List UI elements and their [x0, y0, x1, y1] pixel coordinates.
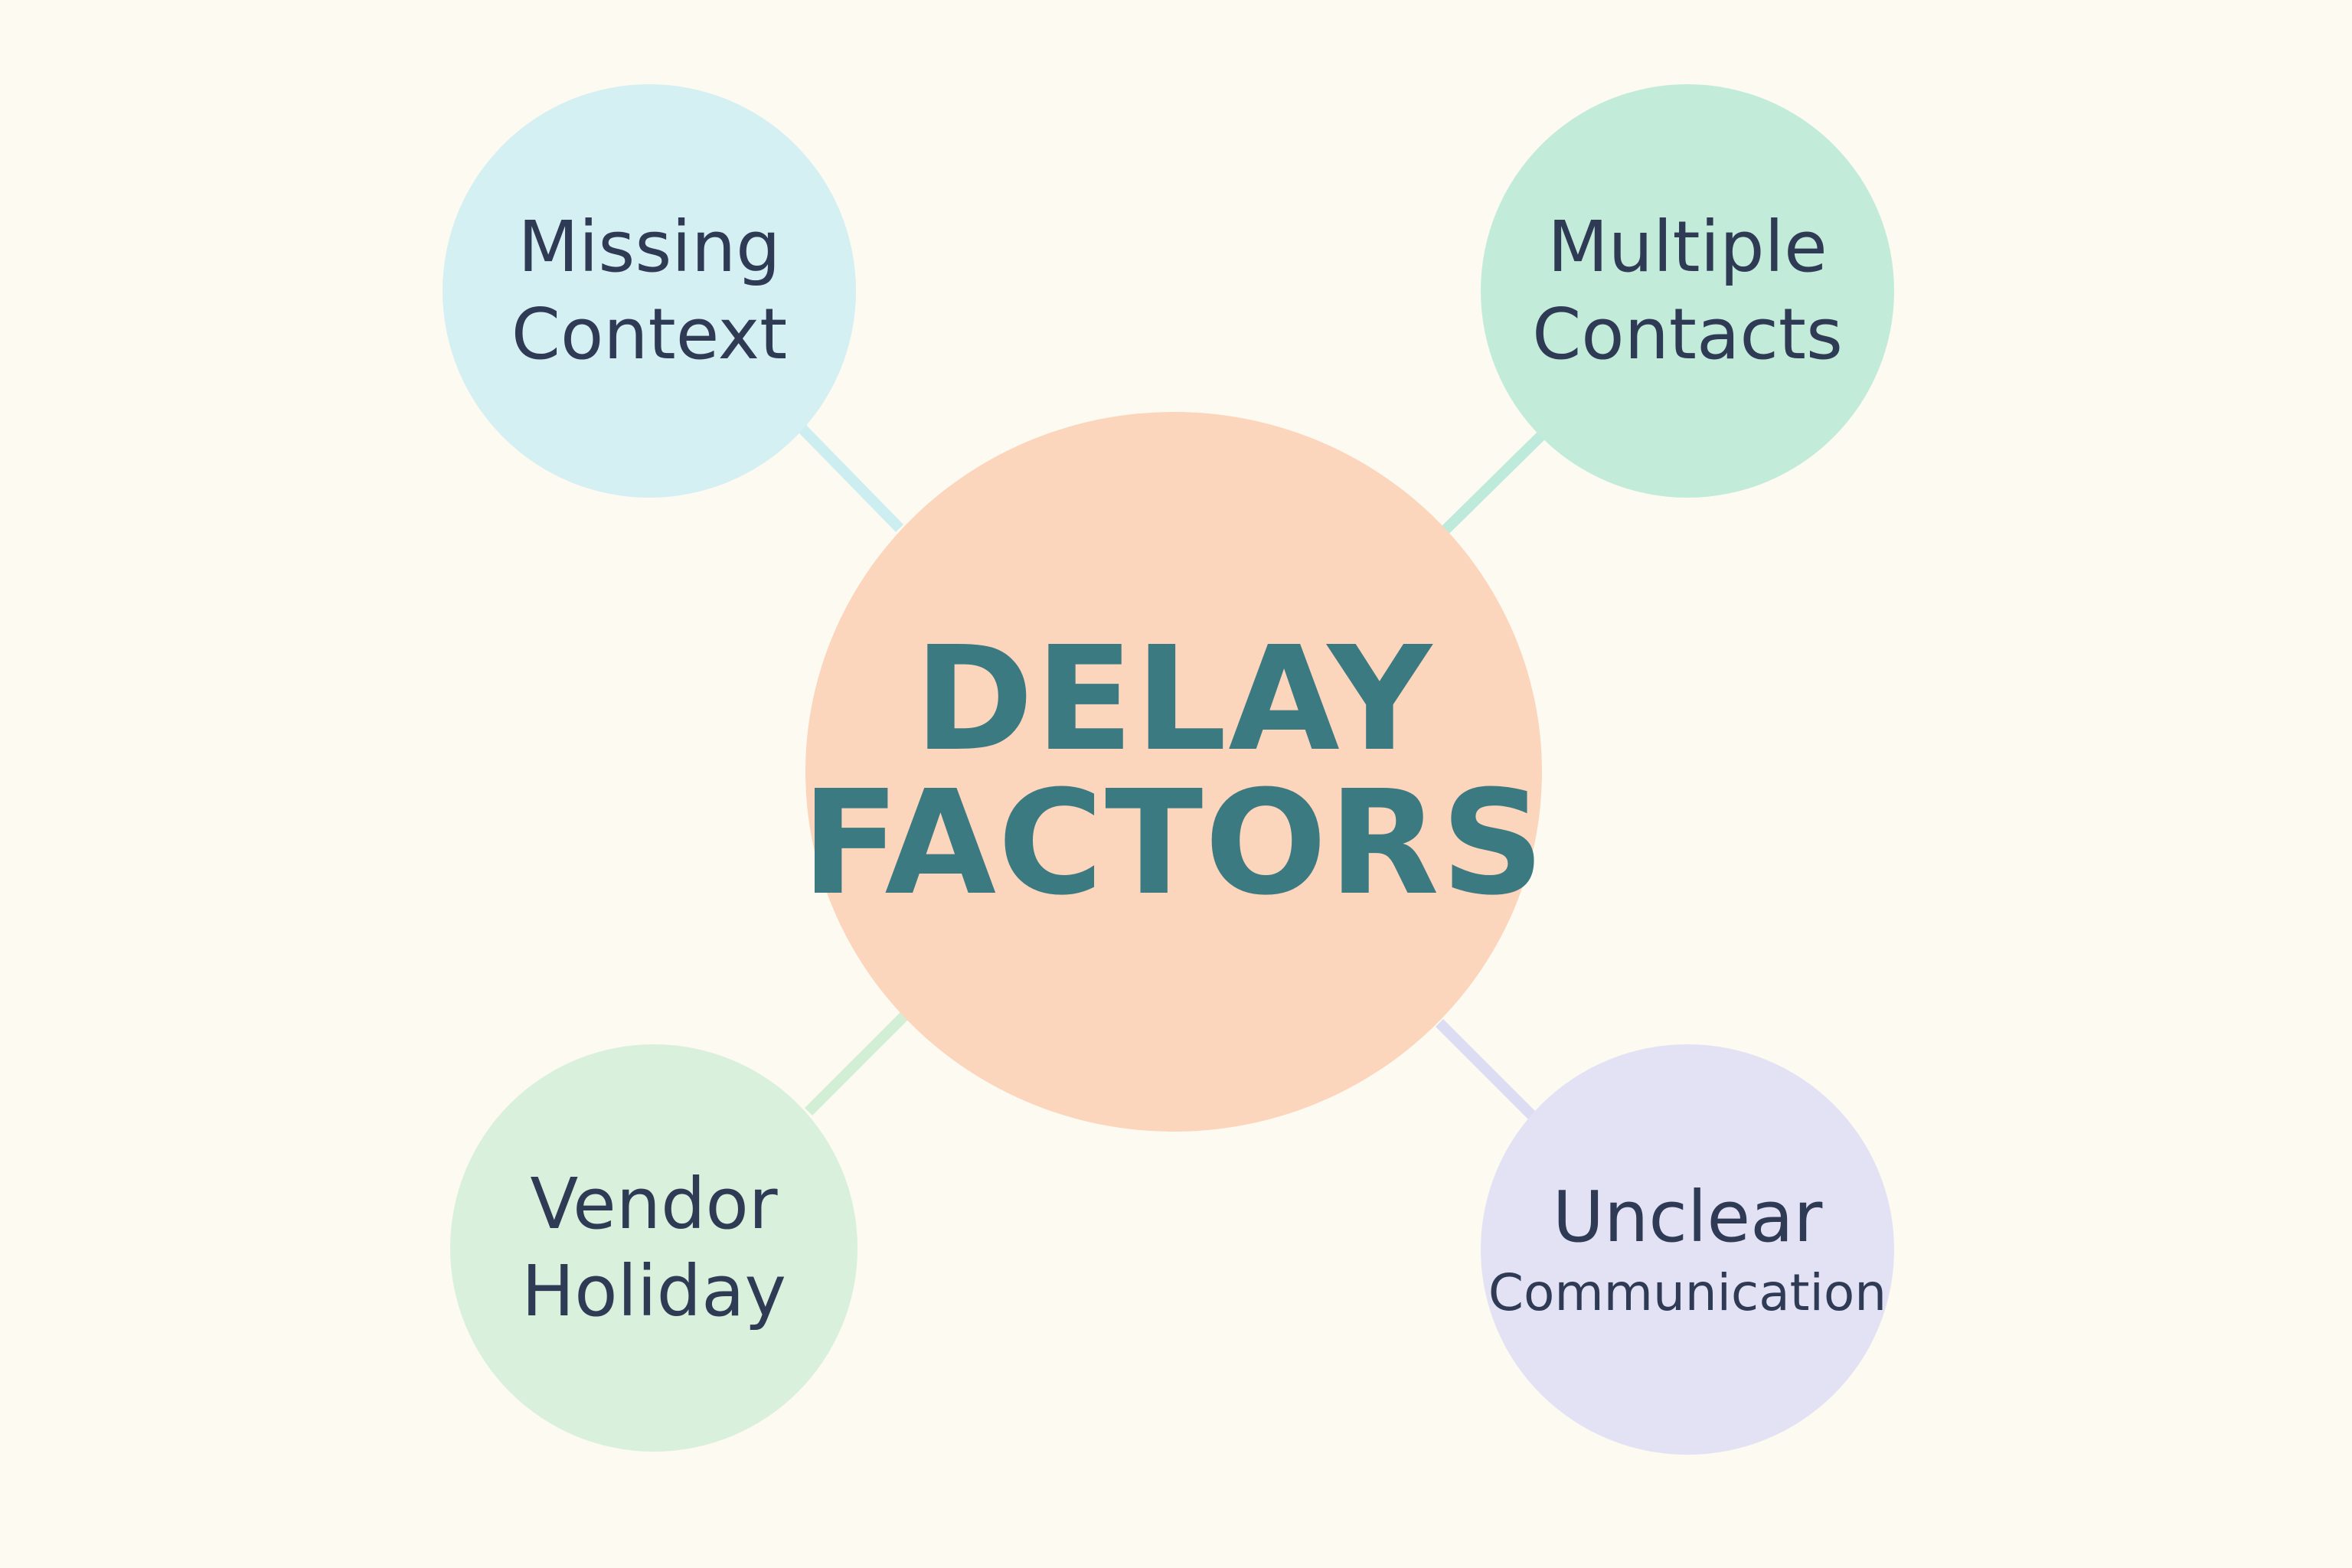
- node-label-line-1: Multiple: [1547, 206, 1828, 288]
- node-label-line-1: Missing: [518, 206, 781, 288]
- node-label-line-2: Context: [511, 293, 788, 375]
- node-missing-context: Missing Context: [443, 84, 856, 498]
- connector-bottom-left: [805, 1011, 909, 1116]
- center-title-line-2: FACTORS: [801, 760, 1547, 927]
- node-label-line-2: Communication: [1488, 1263, 1887, 1322]
- node-label-line-1: Vendor: [530, 1163, 778, 1245]
- center-title-line-1: DELAY: [914, 616, 1433, 783]
- connector-top-right: [1442, 428, 1549, 534]
- node-label-line-2: Holiday: [521, 1250, 786, 1332]
- node-unclear-communication: Unclear Communication: [1481, 1044, 1894, 1455]
- node-label-line-1: Unclear: [1552, 1176, 1823, 1258]
- node-label-line-2: Contacts: [1532, 293, 1843, 375]
- node-vendor-holiday: Vendor Holiday: [450, 1044, 858, 1452]
- connector-bottom-right: [1436, 1019, 1538, 1122]
- connector-top-left: [798, 425, 904, 532]
- center-node-delay-factors: DELAY FACTORS: [802, 412, 1544, 1132]
- node-multiple-contacts: Multiple Contacts: [1481, 84, 1894, 498]
